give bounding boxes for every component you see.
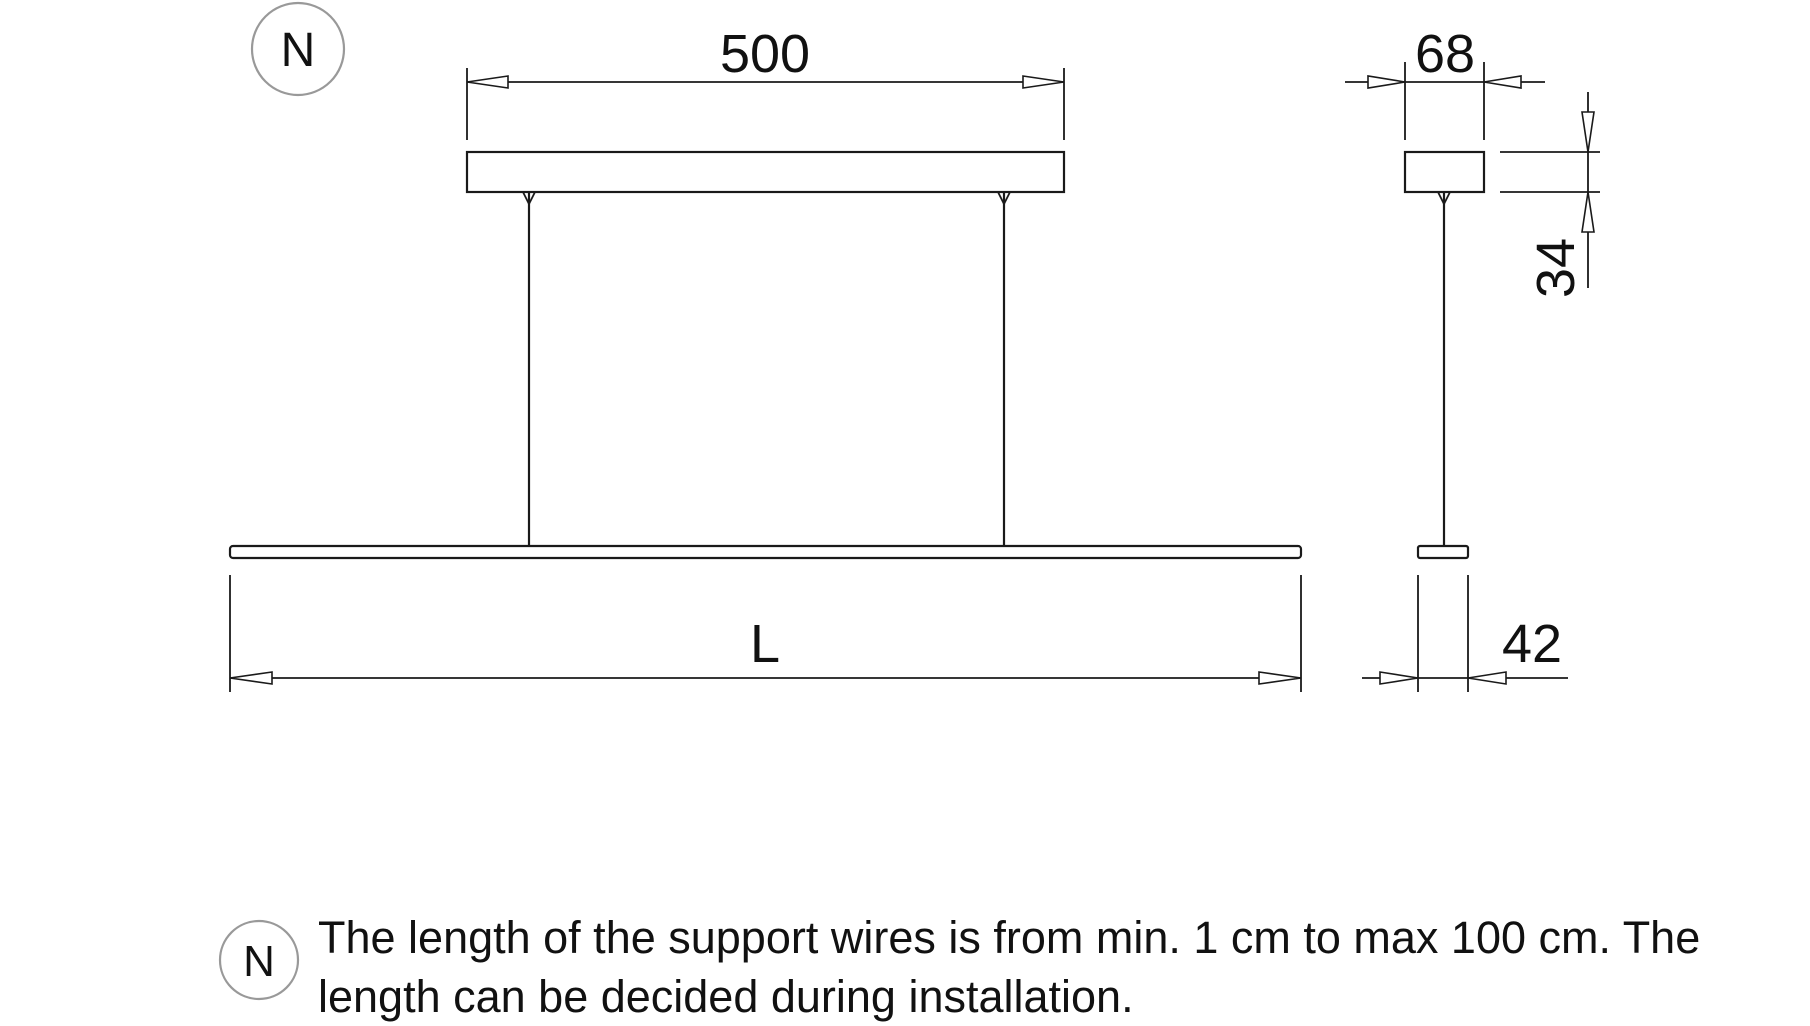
dimension-length: L [229,575,1302,692]
dimension-42-label: 42 [1502,614,1562,674]
front-view: 500 L [228,24,1303,692]
dimension-34-label: 34 [1526,238,1586,298]
dimension-500: 500 [466,24,1065,140]
dimension-500-label: 500 [720,24,810,84]
luminaire-bar [228,544,1303,560]
dimension-68: 68 [1345,24,1545,140]
dimension-68-label: 68 [1415,24,1475,84]
badge-label: N [281,24,316,77]
ceiling-canopy [465,150,1066,194]
note-badge: N [218,919,300,1001]
side-canopy [1403,150,1486,194]
wire-length-badge: N [250,1,346,97]
dimension-42: 42 [1362,575,1568,692]
side-profile [1416,544,1470,560]
note-badge-label: N [243,937,275,986]
dimension-length-label: L [750,614,780,674]
support-wires [521,191,1012,545]
side-view: 68 34 42 [1345,24,1600,692]
note-text: The length of the support wires is from … [318,912,1701,1022]
dimension-34: 34 [1500,92,1600,298]
